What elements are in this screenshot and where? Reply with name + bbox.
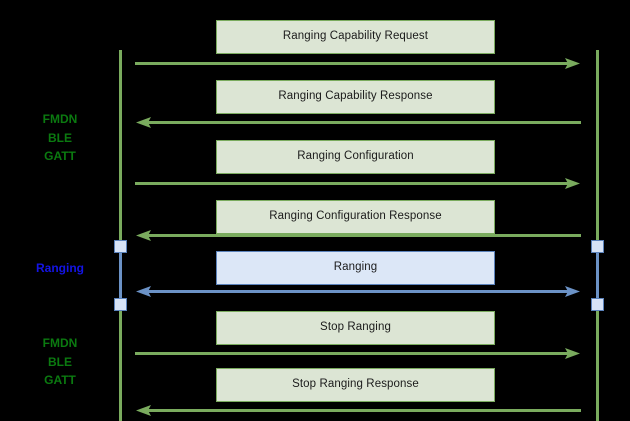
message-arrow-stop-ranging-response (136, 405, 581, 416)
message-arrow-stop-ranging (135, 348, 580, 359)
message-arrow-ranging-bidirectional (136, 286, 580, 297)
message-box-ranging-capability-response: Ranging Capability Response (216, 80, 495, 114)
message-box-ranging: Ranging (216, 251, 495, 285)
left-activation-line (119, 246, 122, 305)
left-lifeline (119, 50, 122, 421)
message-arrow-ranging-capability-request (135, 58, 580, 69)
right-activation-line (596, 246, 599, 305)
left-activation-box-top (114, 240, 127, 253)
message-box-ranging-configuration: Ranging Configuration (216, 140, 495, 174)
left-activation-box-bottom (114, 298, 127, 311)
message-arrow-ranging-configuration-response (136, 230, 581, 241)
message-box-stop-ranging-response: Stop Ranging Response (216, 368, 495, 402)
phase-label-ranging: Ranging (36, 261, 84, 275)
message-arrow-ranging-configuration (135, 178, 580, 189)
message-box-stop-ranging: Stop Ranging (216, 311, 495, 345)
phase-label-fmdn-ble-gatt-bottom: FMDN BLE GATT (42, 336, 78, 388)
message-box-ranging-configuration-response: Ranging Configuration Response (216, 200, 495, 234)
message-arrow-ranging-capability-response (136, 117, 581, 128)
right-lifeline (596, 50, 599, 421)
right-activation-box-bottom (591, 298, 604, 311)
message-box-ranging-capability-request: Ranging Capability Request (216, 20, 495, 54)
right-activation-box-top (591, 240, 604, 253)
phase-label-fmdn-ble-gatt-top: FMDN BLE GATT (42, 112, 78, 164)
